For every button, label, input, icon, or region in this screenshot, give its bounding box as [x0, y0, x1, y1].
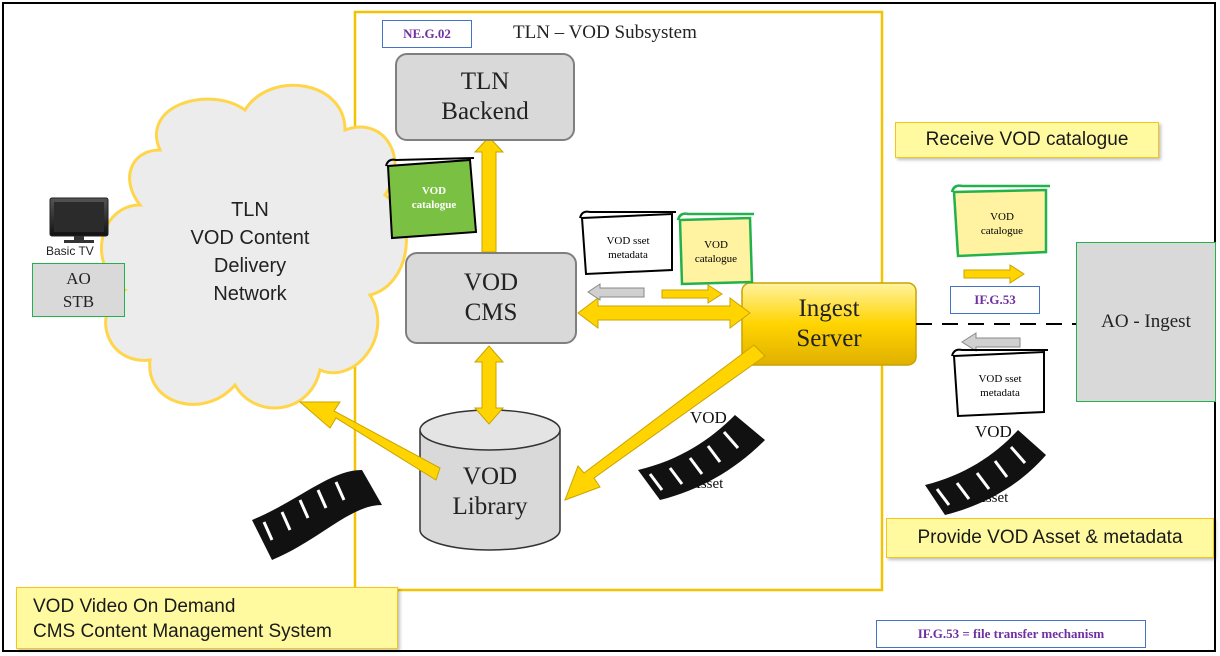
stb-line1: AO — [66, 269, 91, 288]
film-strip-left — [252, 470, 382, 560]
scroll-catalogue-green — [385, 157, 478, 240]
catalogue-green-label: VOD catalogue — [398, 184, 470, 212]
scroll-catalogue-inner — [676, 212, 754, 286]
interface-box: IF.G.53 — [950, 286, 1040, 314]
asset-metadata-right-line1: VOD sset — [978, 373, 1022, 385]
arrow-cms-library — [473, 345, 505, 425]
ingest-server-label: Ingest Server — [742, 294, 916, 354]
scroll-catalogue-right — [950, 184, 1050, 258]
film-inner-bottom: Asset — [690, 476, 724, 492]
cdn-label: TLN VOD Content Delivery Network — [160, 196, 340, 308]
asset-metadata-inner-label: VOD sset metadata — [586, 234, 670, 262]
interface-label: IF.G.53 — [974, 292, 1016, 307]
tv-label: Basic TV — [46, 244, 94, 258]
ao-stb-box: AO STB — [32, 263, 125, 317]
catalogue-right-line1: VOD — [990, 211, 1014, 223]
cdn-line4: Network — [213, 283, 287, 305]
film-strip-inner — [638, 415, 765, 500]
cms-line2: CMS — [464, 299, 518, 326]
arrow-small-grey-inner — [587, 283, 645, 301]
film-strip-right — [925, 430, 1046, 515]
backend-line2: Backend — [441, 98, 529, 125]
ao-ingest-label: AO - Ingest — [1101, 311, 1191, 332]
legend-note: VOD Video On Demand CMS Content Manageme… — [16, 587, 398, 649]
catalogue-right-label: VOD catalogue — [960, 210, 1044, 238]
asset-metadata-right-label: VOD sset metadata — [958, 372, 1042, 400]
film-right-bottom: Asset — [975, 490, 1009, 506]
arrow-small-grey-right — [961, 332, 1021, 352]
arrow-small-yellow-right — [963, 264, 1025, 284]
film-inner-top: VOD — [690, 408, 727, 427]
library-label: VOD Library — [420, 462, 560, 522]
film-right-top: VOD — [975, 422, 1012, 441]
arrow-ingest-to-library — [564, 344, 766, 501]
subsystem-tag-text: NE.G.02 — [403, 26, 451, 41]
subsystem-title: TLN – VOD Subsystem — [513, 22, 697, 43]
catalogue-inner-line1: VOD — [704, 239, 728, 251]
cdn-line2: VOD Content — [190, 227, 310, 249]
scroll-asset-metadata-inner — [579, 210, 676, 276]
library-line1: VOD — [462, 463, 518, 490]
note-receive: Receive VOD catalogue — [895, 122, 1159, 158]
catalogue-green-line1: VOD — [421, 185, 447, 197]
footnote-text: IF.G.53 = file transfer mechanism — [917, 626, 1105, 641]
tln-backend-box: TLN Backend — [395, 53, 575, 141]
asset-metadata-right-line2: metadata — [980, 387, 1020, 399]
scroll-asset-metadata-right — [951, 348, 1048, 418]
catalogue-inner-label: VOD catalogue — [682, 238, 750, 266]
tv-icon — [49, 197, 109, 243]
legend-line2: CMS Content Management System — [33, 621, 332, 642]
library-cylinder — [419, 409, 561, 551]
ingest-line2: Server — [796, 325, 862, 352]
backend-line1: TLN — [460, 68, 510, 95]
vod-cms-box: VOD CMS — [405, 252, 577, 344]
subsystem-tag: NE.G.02 — [382, 20, 472, 48]
asset-metadata-inner-line2: metadata — [608, 249, 648, 261]
cdn-line3: Delivery — [213, 255, 287, 277]
arrow-cms-ingest — [577, 297, 751, 329]
cms-line1: VOD — [463, 269, 519, 296]
cdn-line1: TLN — [231, 199, 269, 221]
arrow-cms-to-backend — [473, 136, 505, 253]
footnote-box: IF.G.53 = file transfer mechanism — [876, 620, 1146, 648]
arrow-library-to-cdn — [298, 401, 441, 481]
catalogue-right-line2: catalogue — [980, 225, 1024, 237]
ingest-line1: Ingest — [798, 295, 860, 322]
catalogue-green-line2: catalogue — [411, 199, 457, 211]
arrow-small-yellow-inner — [661, 284, 723, 304]
ao-ingest-box: AO - Ingest — [1076, 242, 1216, 402]
stb-line2: STB — [62, 292, 95, 311]
library-line2: Library — [452, 493, 528, 520]
catalogue-inner-line2: catalogue — [694, 253, 738, 265]
note-provide: Provide VOD Asset & metadata — [886, 518, 1214, 558]
legend-line1: VOD Video On Demand — [33, 596, 236, 617]
asset-metadata-inner-line1: VOD sset — [606, 235, 650, 247]
